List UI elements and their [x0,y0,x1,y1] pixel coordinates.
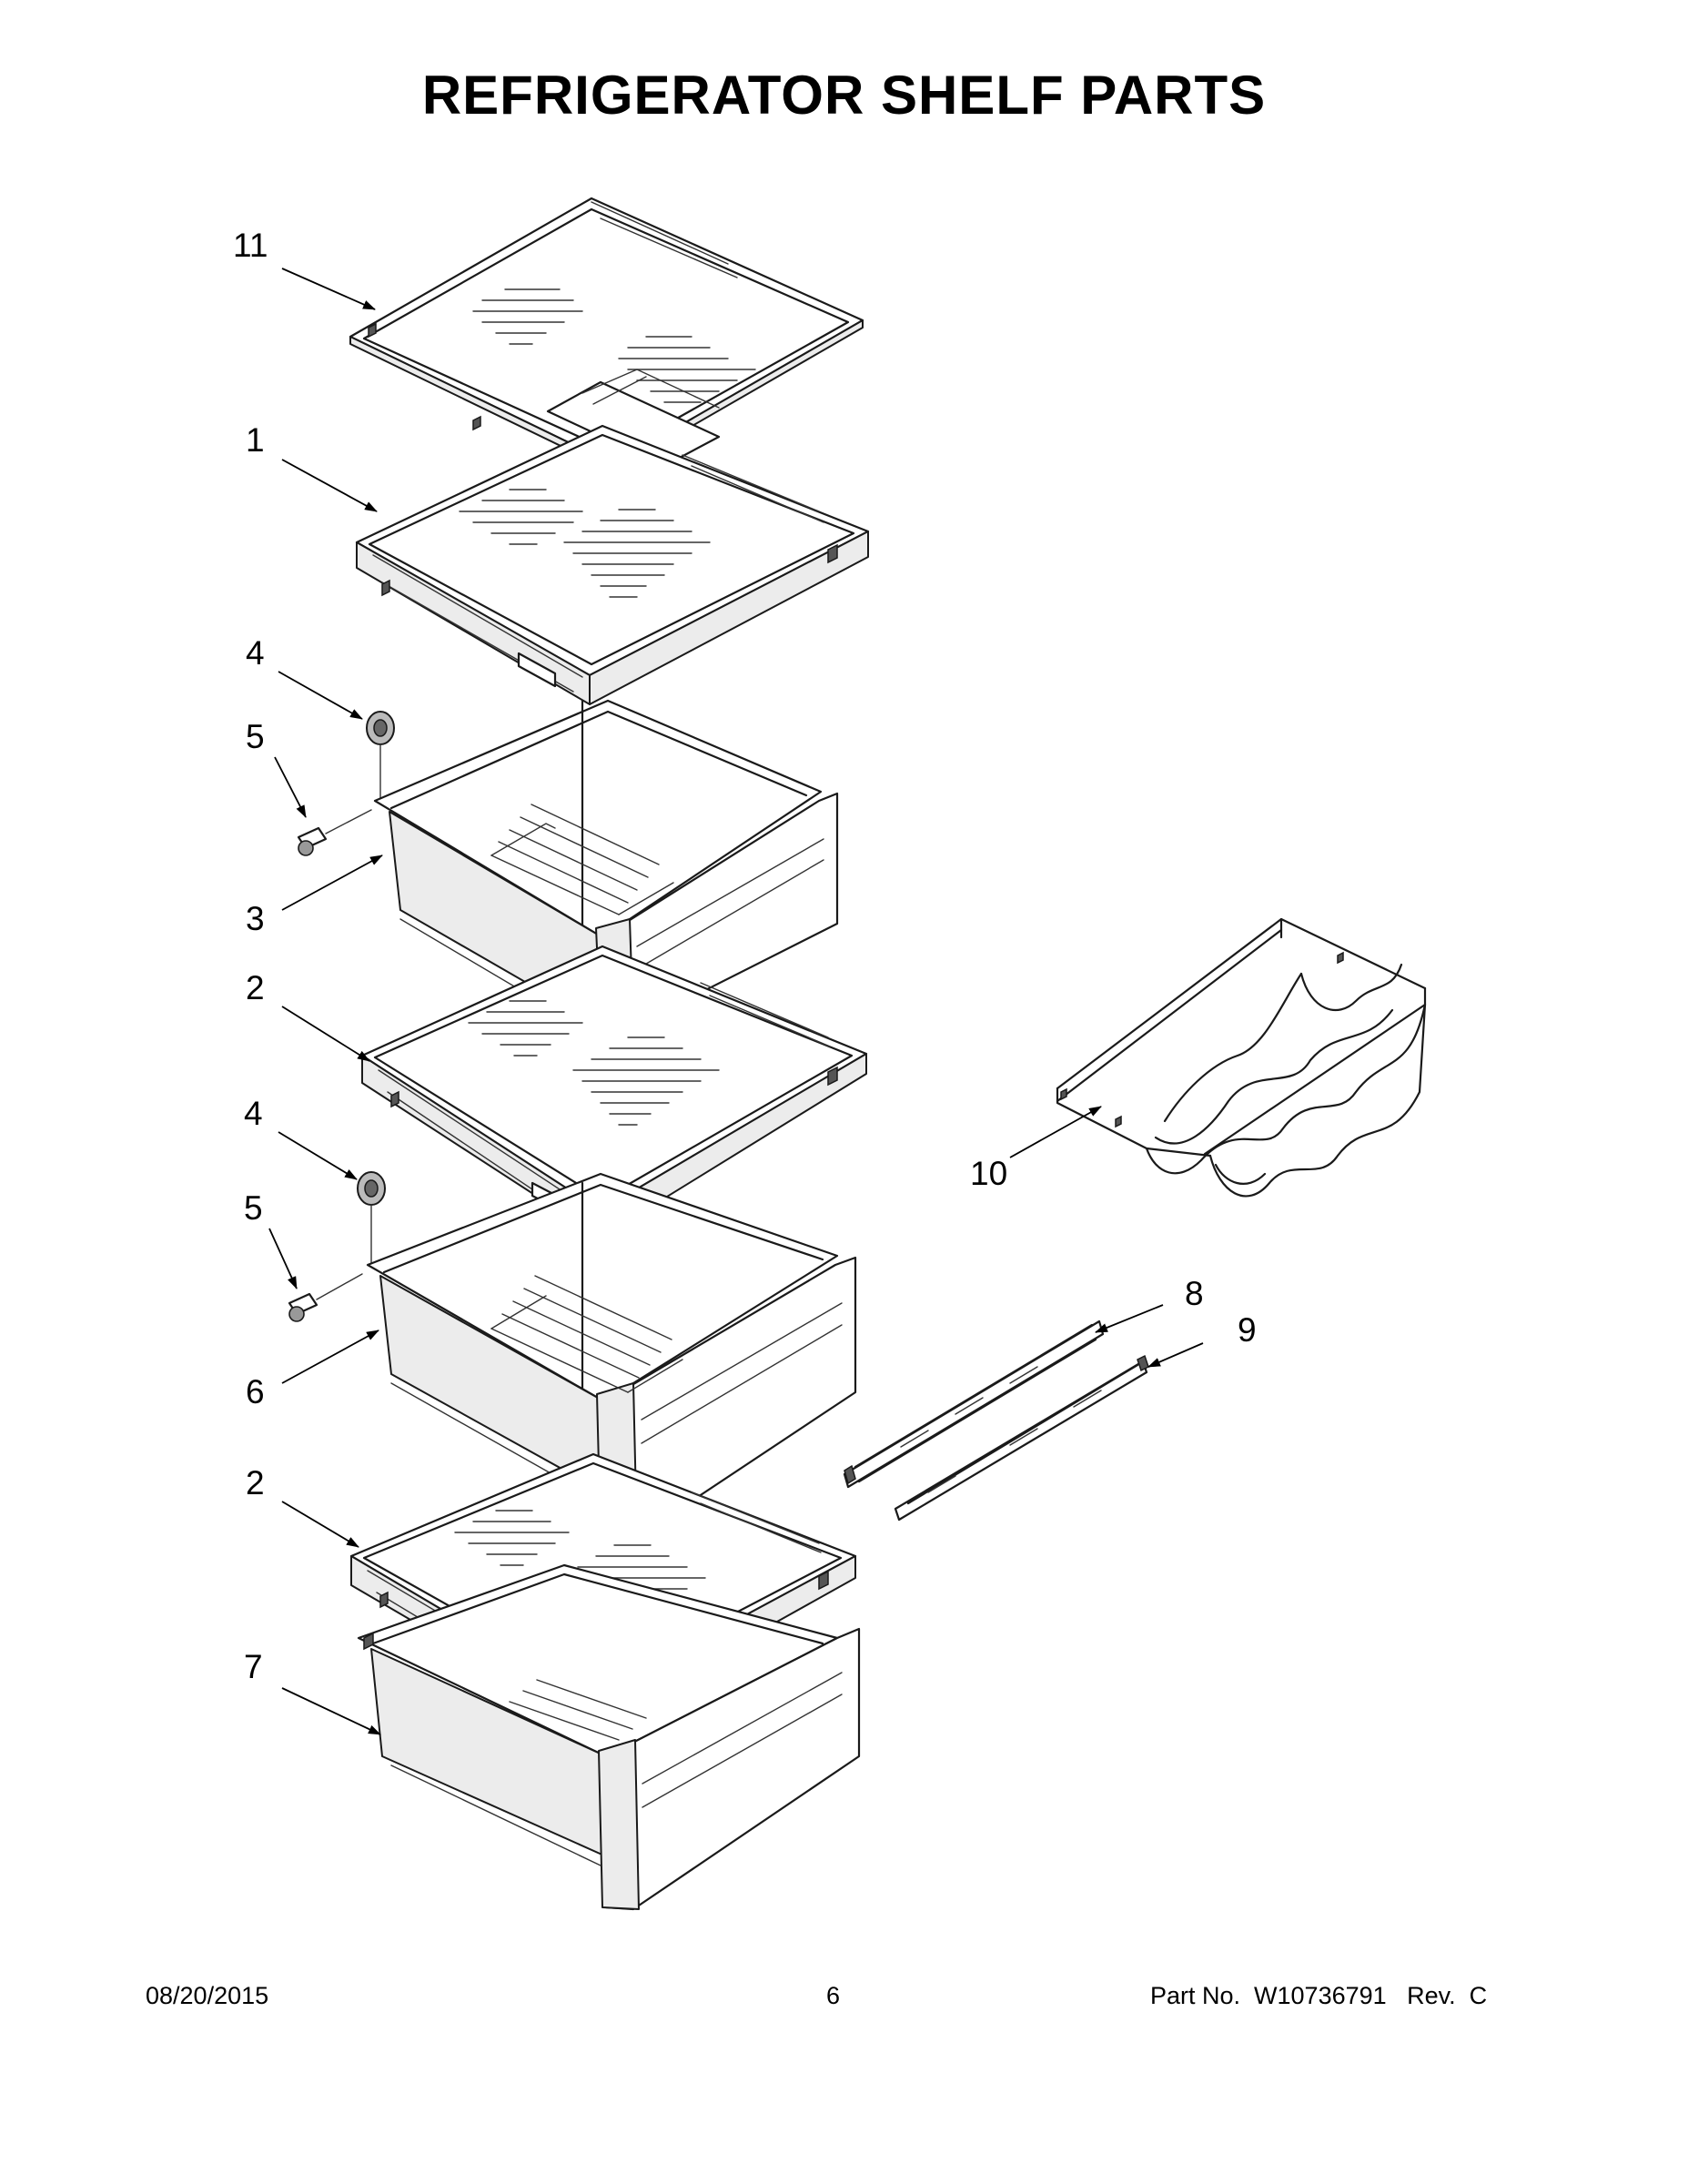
page-title: REFRIGERATOR SHELF PARTS [421,65,1267,126]
part-6-lower-crisper-drawer [366,1172,857,1542]
part-4-upper-roller [366,711,395,802]
callout-7: 7 [244,1648,263,1685]
callout-5-upper: 5 [246,718,265,755]
part-4-lower-roller [357,1171,386,1264]
part-7-bottom-drawer [357,1563,861,1911]
callout-leaders [268,268,1204,1735]
footer-page-number: 6 [826,1982,841,2009]
callout-9: 9 [1238,1311,1257,1349]
part-2-upper-crisper-cover [360,945,868,1239]
callout-1: 1 [246,421,265,459]
part-8-slide-rail [843,1320,1105,1489]
callout-2-upper: 2 [246,969,265,1006]
callout-11: 11 [233,227,268,264]
part-5-upper-pin [297,809,372,856]
part-5-lower-pin [288,1273,363,1322]
part-10-wine-rack [1056,917,1427,1198]
footer-date: 08/20/2015 [146,1982,269,2009]
callout-5-lower: 5 [244,1189,263,1227]
callout-4-upper: 4 [246,634,265,672]
callout-2-lower: 2 [246,1464,265,1502]
part-11-glass-shelf [349,197,864,472]
callout-10: 10 [970,1155,1007,1192]
part-9-slide-rail [894,1354,1149,1522]
footer-part-number: Part No. W10736791 Rev. C [1150,1982,1488,2009]
part-1-crisper-cover [355,424,870,705]
callout-8: 8 [1185,1275,1204,1312]
callout-3: 3 [246,900,265,937]
callout-4-lower: 4 [244,1095,263,1132]
callout-6: 6 [246,1373,265,1410]
